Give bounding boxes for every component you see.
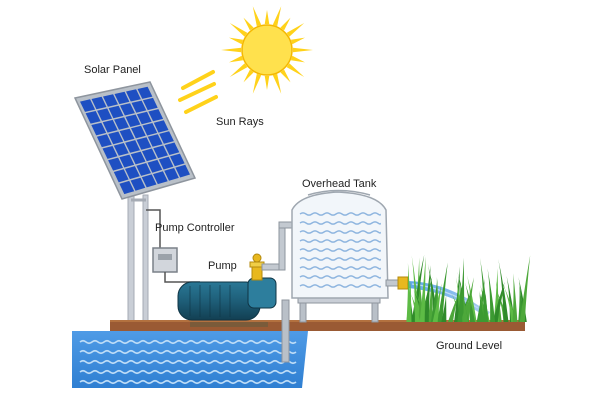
water-pool <box>72 331 308 388</box>
label-ground-level: Ground Level <box>436 340 503 352</box>
label-pump-controller: Pump Controller <box>155 222 235 234</box>
pump-icon <box>177 253 277 327</box>
water-tank-icon <box>291 189 409 323</box>
label-pump: Pump <box>208 260 237 272</box>
solar-panel-icon <box>73 81 197 326</box>
sun-rays-icon <box>178 70 218 114</box>
sun-icon <box>221 6 313 94</box>
label-solar-panel: Solar Panel <box>84 64 141 76</box>
ground-strip <box>110 320 525 331</box>
grass-icon <box>406 254 531 322</box>
solar-cells <box>80 86 190 195</box>
controller-box-icon <box>146 209 200 283</box>
suction-pipe <box>281 299 290 363</box>
label-overhead-tank: Overhead Tank <box>302 178 377 190</box>
label-sun-rays: Sun Rays <box>216 116 264 128</box>
